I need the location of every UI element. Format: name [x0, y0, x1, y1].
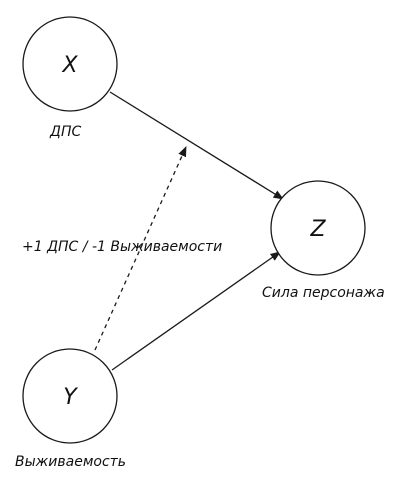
edge-dashed-y-to-x-edge — [94, 146, 187, 351]
node-z: Z — [270, 180, 366, 276]
node-x: X — [22, 16, 118, 112]
edge-x-to-z — [109, 91, 284, 200]
node-z-caption: Сила персонажа — [262, 285, 385, 301]
node-y: Y — [22, 348, 118, 444]
node-x-caption: ДПС — [49, 124, 81, 140]
node-x-label: X — [61, 53, 78, 78]
node-y-circle — [22, 348, 118, 444]
dashed-edge-label: +1 ДПС / -1 Выживаемости — [22, 239, 222, 255]
node-y-label: Y — [63, 385, 78, 410]
node-z-label: Z — [309, 217, 326, 242]
node-y-caption: Выживаемость — [15, 454, 126, 470]
node-x-circle — [22, 16, 118, 112]
node-z-circle — [270, 180, 366, 276]
edge-y-to-z — [111, 251, 281, 371]
